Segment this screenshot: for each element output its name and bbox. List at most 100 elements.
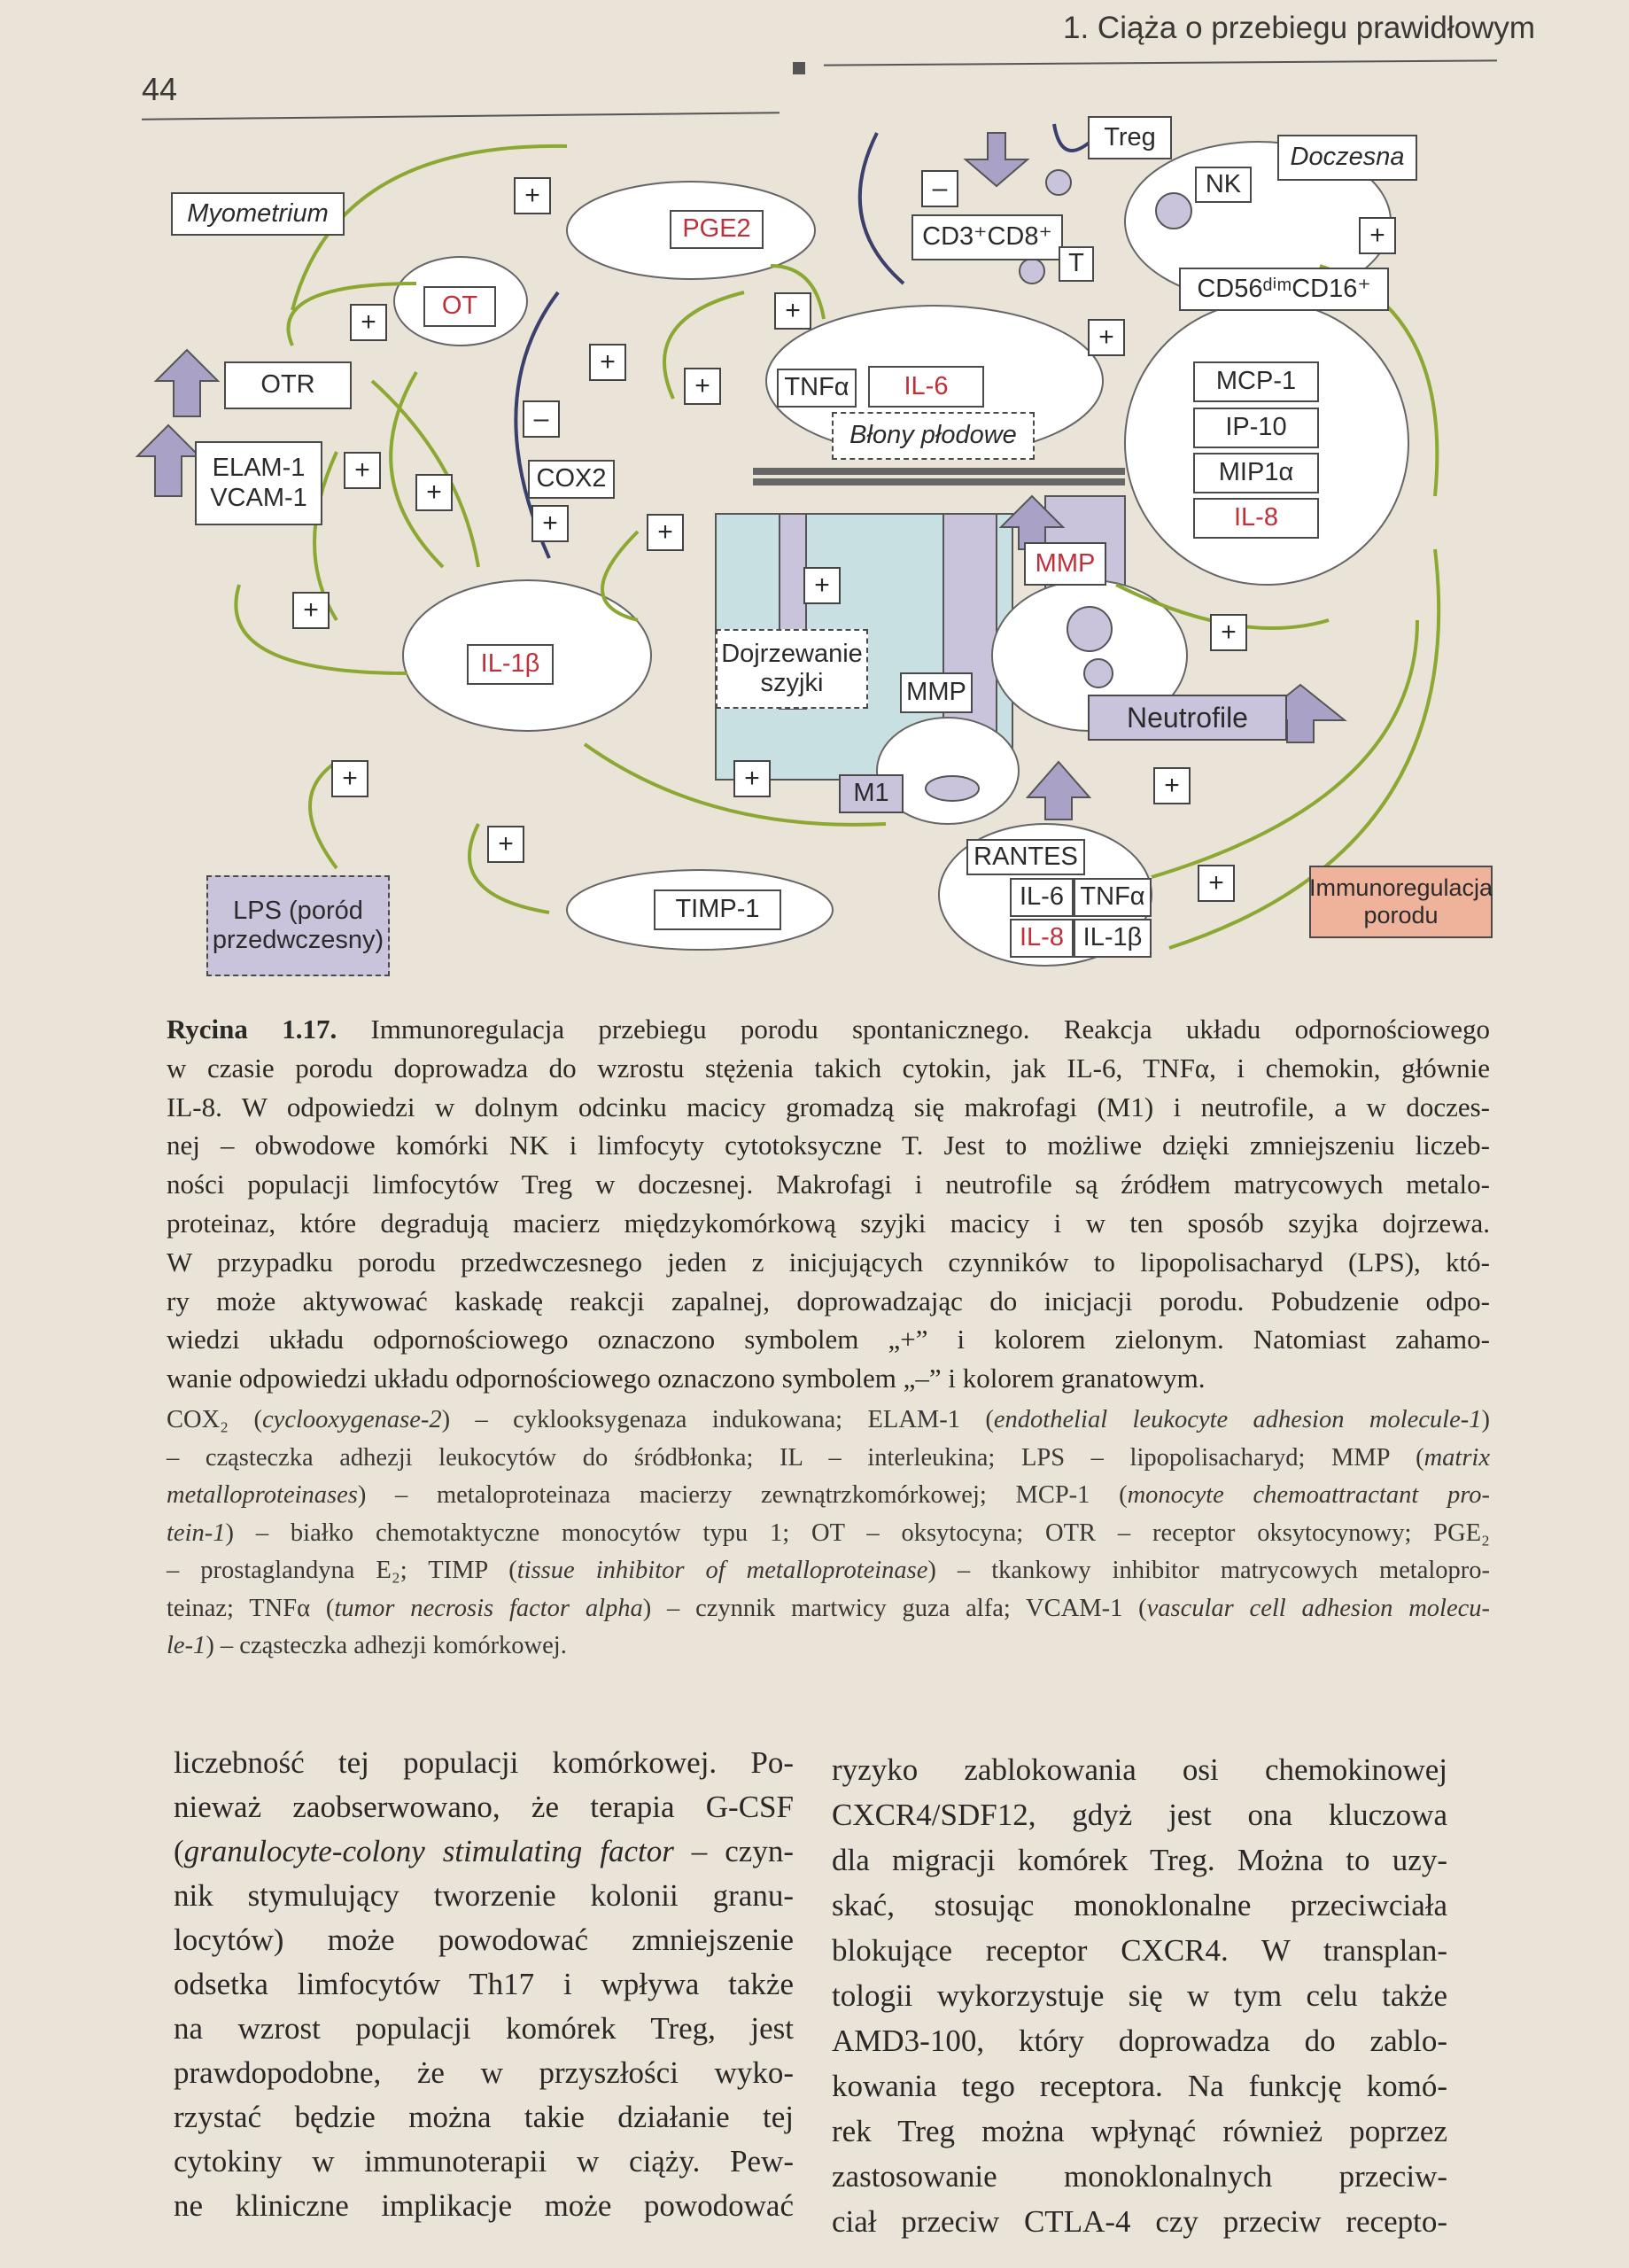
vcam-label: VCAM-1 bbox=[210, 483, 307, 512]
text-segment: ( bbox=[174, 1834, 184, 1868]
text-segment: ) bbox=[1481, 1406, 1491, 1433]
cell-shapes bbox=[925, 169, 1192, 802]
plus-sign: + bbox=[292, 592, 330, 629]
header-marker bbox=[793, 62, 805, 74]
plus-sign: + bbox=[589, 344, 626, 381]
text-line: w czasie porodu doprowadza do wzrostu st… bbox=[167, 1049, 1490, 1088]
text-segment: proteinaz, które degradują macierz międz… bbox=[167, 1207, 1490, 1239]
treg-label: Treg bbox=[1088, 116, 1172, 159]
text-line: teinaz; TNFα (tumor necrosis factor alph… bbox=[167, 1590, 1490, 1628]
text-segment: ) – cyklooksygenaza indukowana; ELAM-1 ( bbox=[441, 1406, 994, 1433]
il1b-bottom-label: IL-1β bbox=[1074, 919, 1152, 958]
text-line: liczebność tej populacji komórkowej. Po- bbox=[174, 1741, 794, 1785]
text-line: kowania tego receptora. Na funkcję komó- bbox=[832, 2063, 1447, 2109]
nk-label: NK bbox=[1195, 167, 1252, 203]
text-line: metalloproteinases) – metaloproteinaza m… bbox=[167, 1477, 1490, 1515]
text-segment: le-1 bbox=[167, 1632, 206, 1659]
mip1a-label: MIP1α bbox=[1193, 453, 1319, 493]
text-segment: granulocyte-colony stimulating factor bbox=[183, 1834, 674, 1868]
text-line: CXCR4/SDF12, gdyż jest ona kluczowa bbox=[832, 1792, 1447, 1837]
text-line: locytów) może powodować zmniejszenie bbox=[174, 1918, 794, 1962]
text-segment: ) – metaloproteinaza macierzy zewnątrzko… bbox=[357, 1481, 1128, 1509]
figure-glossary: COX₂ (cyclooxygenase-2) – cyklooksygenaz… bbox=[167, 1402, 1490, 1666]
text-segment: – cząsteczka adhezji leukocytów do śródb… bbox=[167, 1443, 1424, 1472]
text-segment: Immunoregulacja przebiegu porodu spontan… bbox=[370, 1014, 1490, 1045]
text-segment: skać, stosując monoklonalne przeciwciała bbox=[832, 1888, 1447, 1922]
doczesna-label: Doczesna bbox=[1277, 135, 1417, 181]
immunoregulacja-porodu-label: Immunoregulacja porodu bbox=[1309, 866, 1493, 938]
text-line: nieważ zaobserwowano, że terapia G-CSF bbox=[174, 1785, 794, 1829]
text-segment: liczebność tej populacji komórkowej. Po- bbox=[174, 1745, 794, 1780]
text-segment: wanie odpowiedzi układu odpornościowego … bbox=[167, 1363, 1206, 1394]
text-segment: ) – cząsteczka adhezji komórkowej. bbox=[206, 1632, 567, 1659]
il8-bottom-label: IL-8 bbox=[1010, 919, 1074, 958]
plus-sign: + bbox=[733, 760, 771, 797]
text-segment: tein-1 bbox=[167, 1518, 226, 1547]
text-line: odsetka limfocytów Th17 i wpływa także bbox=[174, 1962, 794, 2007]
plus-sign: + bbox=[1198, 865, 1235, 902]
plus-sign: + bbox=[803, 567, 841, 604]
text-segment: zastosowanie monoklonalnych przeciw- bbox=[832, 2159, 1447, 2194]
text-segment: – czyn- bbox=[673, 1834, 794, 1868]
cd56-cd16-label: CD56ᵈⁱᵐCD16⁺ bbox=[1179, 268, 1389, 311]
text-segment: metalloproteinases bbox=[167, 1481, 358, 1509]
text-line: ryzyko zablokowania osi chemokinowej bbox=[832, 1747, 1447, 1792]
text-line: skać, stosując monoklonalne przeciwciała bbox=[832, 1883, 1447, 1928]
text-segment: ) – czynnik martwicy guza alfa; VCAM-1 ( bbox=[642, 1594, 1147, 1622]
text-line: cytokiny w immunoterapii w ciąży. Pew- bbox=[174, 2140, 794, 2184]
text-segment: ) – białko chemotaktyczne monocytów typu… bbox=[225, 1518, 1490, 1547]
plus-sign: + bbox=[1088, 319, 1125, 356]
text-segment: ne kliniczne implikacje może powodować bbox=[174, 2188, 794, 2223]
up-arrows bbox=[135, 132, 1347, 820]
text-segment: tologii wykorzystuje się w tym celu takż… bbox=[832, 1978, 1447, 2013]
plus-sign: + bbox=[1210, 614, 1247, 651]
text-line: W przypadku porodu przedwczesnego jeden … bbox=[167, 1243, 1490, 1282]
text-segment: dla migracji komórek Treg. Można to uzy- bbox=[832, 1843, 1447, 1877]
cd3-cd8-label: CD3⁺CD8⁺ bbox=[911, 214, 1063, 260]
tnfa-bottom-label: TNFα bbox=[1074, 878, 1152, 917]
il6-bottom-label: IL-6 bbox=[1010, 878, 1074, 917]
text-segment: rek Treg można wpłynąć również poprzez bbox=[832, 2114, 1447, 2148]
text-line: tologii wykorzystuje się w tym celu takż… bbox=[832, 1973, 1447, 2018]
text-segment: nieważ zaobserwowano, że terapia G-CSF bbox=[174, 1790, 794, 1824]
elam-vcam-box: ELAM-1 VCAM-1 bbox=[195, 441, 322, 525]
text-segment: COX₂ ( bbox=[167, 1406, 263, 1433]
text-segment: wiedzi układu odpornościowego oznaczono … bbox=[167, 1324, 1490, 1355]
minus-sign: – bbox=[523, 400, 560, 438]
text-segment: W przypadku porodu przedwczesnego jeden … bbox=[167, 1246, 1490, 1278]
plus-sign: + bbox=[344, 452, 381, 489]
plus-sign: + bbox=[647, 514, 684, 551]
text-segment: endothelial leukocyte adhesion molecule-… bbox=[993, 1406, 1482, 1433]
text-line: wiedzi układu odpornościowego oznaczono … bbox=[167, 1320, 1490, 1359]
text-segment: monocyte chemoattractant pro- bbox=[1127, 1481, 1490, 1509]
plus-sign: + bbox=[684, 368, 721, 405]
il6-top-label: IL-6 bbox=[868, 366, 984, 408]
myometrium-label: Myometrium bbox=[171, 192, 345, 236]
ip10-label: IP-10 bbox=[1193, 408, 1319, 448]
plus-sign: + bbox=[415, 474, 453, 511]
text-segment: cyclooxygenase-2 bbox=[262, 1406, 442, 1433]
text-segment: Rycina 1.17. bbox=[167, 1014, 371, 1045]
text-line: – prostaglandyna E₂; TIMP (tissue inhibi… bbox=[167, 1552, 1490, 1590]
text-segment: vascular cell adhesion molecu- bbox=[1146, 1594, 1491, 1622]
text-line: prawdopodobne, że w przyszłości wyko- bbox=[174, 2051, 794, 2095]
cox2-label: COX2 bbox=[528, 460, 615, 499]
plus-sign: + bbox=[1359, 217, 1396, 254]
text-line: ne kliniczne implikacje może powodować bbox=[174, 2184, 794, 2228]
text-segment: IL-8. W odpowiedzi w dolnym odcinku maci… bbox=[167, 1091, 1490, 1122]
text-segment: tumor necrosis factor alpha bbox=[334, 1594, 643, 1622]
text-line: tein-1) – białko chemotaktyczne monocytó… bbox=[167, 1515, 1490, 1553]
plus-sign: + bbox=[774, 292, 811, 330]
text-line: proteinaz, które degradują macierz międz… bbox=[167, 1204, 1490, 1243]
text-segment: na wzrost populacji komórek Treg, jest bbox=[174, 2011, 794, 2046]
text-segment: – prostaglandyna E₂; TIMP ( bbox=[167, 1557, 517, 1584]
text-segment: CXCR4/SDF12, gdyż jest ona kluczowa bbox=[832, 1798, 1447, 1832]
text-segment: odsetka limfocytów Th17 i wpływa także bbox=[174, 1967, 794, 2001]
neutrofile-label: Neutrofile bbox=[1088, 695, 1287, 741]
text-segment: ciał przeciw CTLA-4 czy przeciw recepto- bbox=[832, 2204, 1447, 2239]
m1-label: M1 bbox=[839, 774, 904, 813]
plus-sign: + bbox=[531, 505, 569, 542]
text-segment: ry może aktywować kaskadę reakcji zapaln… bbox=[167, 1285, 1490, 1317]
plus-sign: + bbox=[514, 177, 551, 214]
